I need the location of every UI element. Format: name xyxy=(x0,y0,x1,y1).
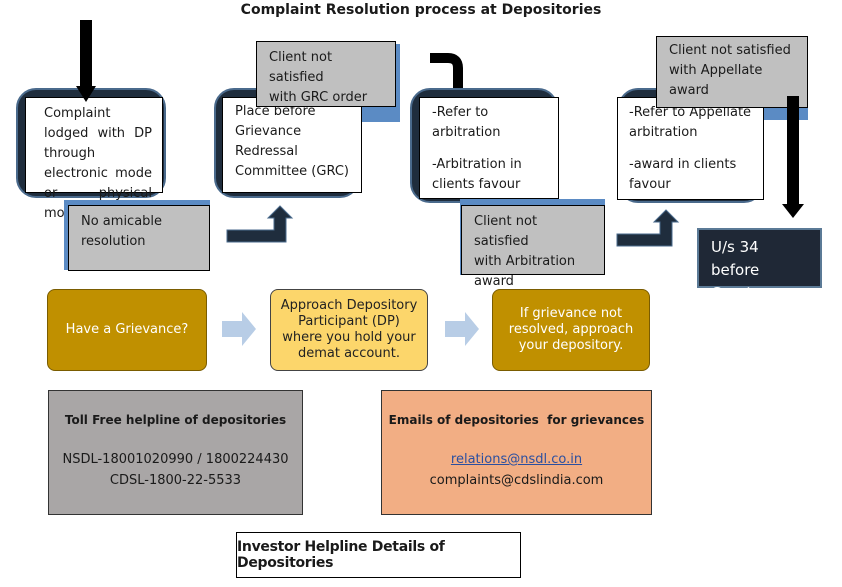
appellate-unsatisfied-box: Client not satisfied with Appellate awar… xyxy=(656,36,808,108)
grievance-step-1: Have a Grievance? xyxy=(47,289,207,371)
arb-line-3: award xyxy=(474,274,514,289)
elbow-arrow-icon xyxy=(226,205,294,243)
step4-item1-line-1: -Refer to Appellate xyxy=(629,105,752,120)
no-amicable-line-1: No amicable xyxy=(81,214,163,229)
step3-item1-line-2: arbitration xyxy=(432,125,501,140)
step4-box: -Refer to Appellate arbitration -award i… xyxy=(617,97,764,200)
step3-item2-line-2: clients favour xyxy=(432,177,521,192)
step2-box: Place before Grievance Redressal Committ… xyxy=(222,97,362,193)
court-line-2: Court xyxy=(711,284,753,302)
emails-heading: Emails of depositories for grievances xyxy=(388,413,645,427)
helpline-box: Toll Free helpline of depositories NSDL-… xyxy=(48,390,303,515)
step3-box: -Refer to arbitration -Arbitration in cl… xyxy=(419,97,559,199)
helpline-heading: Toll Free helpline of depositories xyxy=(64,413,287,427)
arb-unsatisfied-box: Client not satisfied with Arbitration aw… xyxy=(461,205,605,289)
down-arrow-icon xyxy=(76,20,96,102)
grievance-step-2-label: Approach Depository Participant (DP) whe… xyxy=(280,298,418,361)
page-title: Complaint Resolution process at Deposito… xyxy=(240,2,602,18)
email-cdsl: complaints@cdslindia.com xyxy=(429,473,604,488)
down-arrow-icon xyxy=(782,96,804,218)
appellate-line-2: with Appellate xyxy=(669,63,763,78)
step4-item1-line-2: arbitration xyxy=(629,125,698,140)
grc-unsatisfied-box: Client not satisfied with GRC order xyxy=(256,41,396,107)
helpline-cdsl: CDSL-1800-22-5533 xyxy=(109,473,242,488)
step3-item1-line-1: -Refer to xyxy=(432,105,489,120)
right-arrow-icon xyxy=(445,312,479,346)
helpline-nsdl: NSDL-18001020990 / 1800224430 xyxy=(62,452,289,467)
emails-box: Emails of depositories for grievances re… xyxy=(381,390,652,515)
step4-item2-line-2: favour xyxy=(629,177,671,192)
appellate-line-1: Client not satisfied xyxy=(669,43,791,58)
step3-item2-line-1: -Arbitration in xyxy=(432,157,522,172)
grievance-step-3-label: If grievance not resolved, approach your… xyxy=(508,306,634,353)
no-amicable-box: No amicable resolution xyxy=(68,205,210,271)
arb-line-1: Client not satisfied xyxy=(474,214,538,249)
no-amicable-line-2: resolution xyxy=(81,234,146,249)
grievance-step-3: If grievance not resolved, approach your… xyxy=(492,289,650,371)
step2-line-2: Grievance xyxy=(235,124,302,139)
grc-line-2: with GRC order xyxy=(269,90,368,105)
step2-line-3: Redressal xyxy=(235,144,298,159)
grievance-step-2: Approach Depository Participant (DP) whe… xyxy=(270,289,428,371)
right-arrow-icon xyxy=(222,312,256,346)
grievance-step-1-label: Have a Grievance? xyxy=(65,322,189,337)
court-line-1: U/s 34 before xyxy=(711,238,760,279)
arb-line-2: with Arbitration xyxy=(474,254,576,269)
email-nsdl-link[interactable]: relations@nsdl.co.in xyxy=(450,452,583,467)
spacer xyxy=(629,143,753,155)
step2-line-1: Place before xyxy=(235,104,316,119)
elbow-arrow-icon xyxy=(616,209,680,247)
step1-box: Complaint lodged with DP through electro… xyxy=(25,97,163,221)
spacer xyxy=(432,143,548,155)
step2-line-4: Committee (GRC) xyxy=(235,164,349,179)
investor-helpline-label: Investor Helpline Details of Depositorie… xyxy=(236,532,521,578)
court-box: U/s 34 before Court xyxy=(697,228,822,302)
step4-item2-line-1: -award in clients xyxy=(629,157,737,172)
grc-line-1: Client not satisfied xyxy=(269,50,333,85)
appellate-line-3: award xyxy=(669,83,709,98)
